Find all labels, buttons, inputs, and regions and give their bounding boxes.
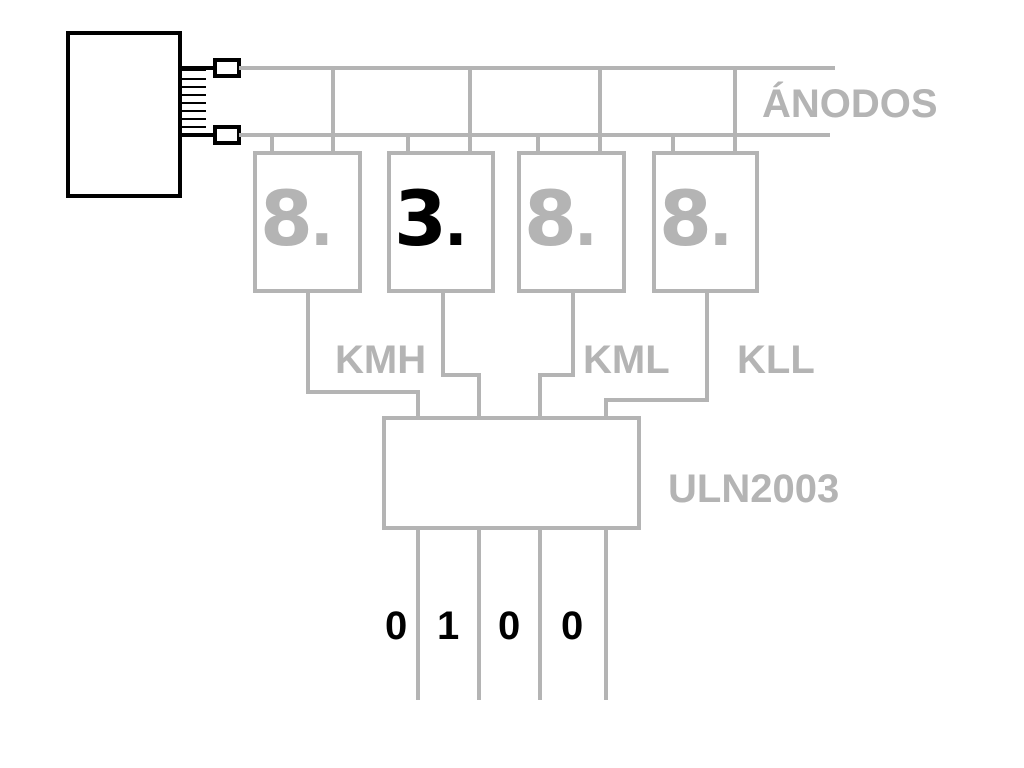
wiring — [239, 66, 835, 700]
input-bit: 0 — [498, 604, 520, 648]
uln2003-body — [382, 416, 641, 530]
input-bit: 0 — [385, 604, 407, 648]
input-bit: 1 — [437, 604, 459, 648]
cathode-label-kmh: KMH — [335, 338, 426, 382]
display-dot: . — [310, 187, 334, 260]
display-frame — [517, 151, 626, 293]
display-2: 3 . — [387, 151, 495, 293]
connector-pins — [180, 69, 206, 128]
display-4: 8 . — [652, 151, 759, 293]
display-digit: 8 — [524, 174, 577, 263]
cathode-label-kll: KLL — [737, 338, 815, 382]
display-dot: . — [709, 187, 733, 260]
display-frame — [652, 151, 759, 293]
display-frame — [253, 151, 362, 293]
connector — [66, 31, 241, 198]
display-digit: 3 — [394, 174, 447, 263]
display-1: 8 . — [253, 151, 362, 293]
anodes-label: ÁNODOS — [762, 81, 938, 126]
display-dot: . — [444, 187, 468, 260]
display-frame — [387, 151, 495, 293]
display-digit: 8 — [659, 174, 712, 263]
driver-label: ULN2003 — [668, 467, 839, 511]
cathode-label-kml: KML — [583, 338, 670, 382]
connector-tab-bottom — [213, 125, 241, 145]
display-digit: 8 — [260, 174, 313, 263]
connector-body — [66, 31, 182, 198]
connector-tab-top — [213, 58, 241, 78]
display-3: 8 . — [517, 151, 626, 293]
display-dot: . — [574, 187, 598, 260]
input-bit: 0 — [561, 604, 583, 648]
